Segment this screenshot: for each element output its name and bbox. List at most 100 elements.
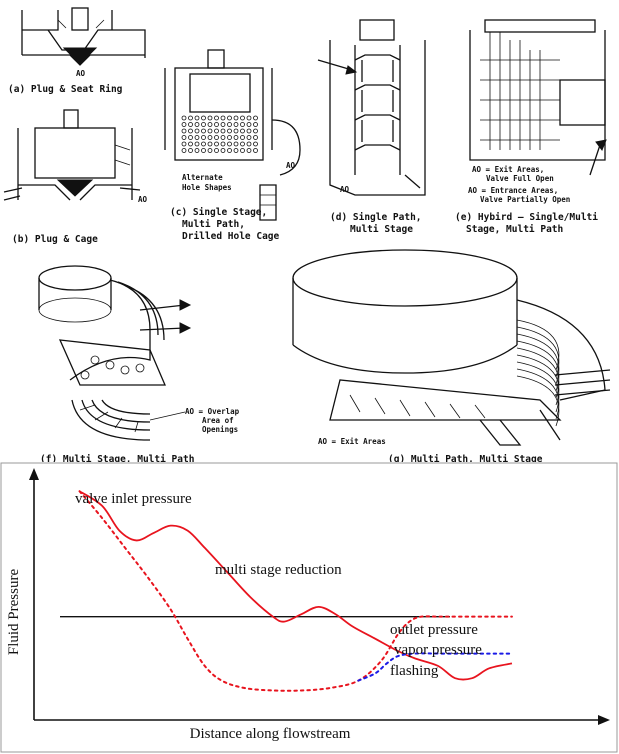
cage-hole xyxy=(227,122,232,127)
panel-c-caption-2: Multi Path, xyxy=(182,219,245,230)
cage-hole xyxy=(253,148,258,153)
panel-a-ao-label: AO xyxy=(76,69,86,78)
cage-hole xyxy=(220,141,226,147)
cage-hole xyxy=(207,141,213,147)
annotation-flashing: flashing xyxy=(390,663,439,679)
panel-b-ao-label: AO xyxy=(138,195,148,204)
panel-c-caption-3: Drilled Hole Cage xyxy=(182,231,280,242)
cage-hole xyxy=(246,141,252,147)
cage-hole xyxy=(181,148,187,153)
cage-hole xyxy=(188,141,193,147)
panel-e-hybrid: AO = Exit Areas, Valve Full Open AO = En… xyxy=(455,19,607,235)
y-axis-label: Fluid Pressure xyxy=(6,569,22,656)
cage-hole xyxy=(233,135,239,140)
panel-c-ao-label: AO xyxy=(286,161,296,170)
cage-hole xyxy=(214,122,219,127)
cage-hole xyxy=(220,135,226,140)
cage-hole xyxy=(227,135,232,140)
panel-e-caption-2: Stage, Multi Path xyxy=(466,224,563,235)
disk-layer-line xyxy=(516,368,560,420)
cage-hole xyxy=(181,122,187,127)
cage-hole xyxy=(188,128,193,134)
annotation-outlet-pressure: outlet pressure xyxy=(390,622,478,638)
panel-d-ao-label: AO xyxy=(340,185,350,194)
cage-hole xyxy=(207,115,213,121)
disk-layer-line xyxy=(516,361,560,413)
cage-hole xyxy=(181,135,187,140)
cage-hole xyxy=(188,115,193,121)
cage-hole xyxy=(201,115,206,121)
disk-layer-line xyxy=(516,319,560,371)
panel-a-plug-seat-ring: AO (a) Plug & Seat Ring xyxy=(8,7,146,95)
cage-hole xyxy=(201,141,206,147)
series-single-stage xyxy=(78,490,513,692)
cage-hole xyxy=(240,115,245,121)
panel-f-overlap-1: AO = Overlap xyxy=(185,407,240,416)
disk-layer-line xyxy=(516,375,560,427)
cage-hole xyxy=(214,148,219,153)
cage-hole xyxy=(181,115,187,121)
cage-hole xyxy=(253,115,258,121)
valve-trim-figure: AO (a) Plug & Seat Ring AO (b) Plug & Ca… xyxy=(3,7,611,462)
pressure-profile-chart: Fluid Pressure Distance along flowstream… xyxy=(0,462,618,753)
cage-hole xyxy=(246,135,252,140)
series-multi-stage xyxy=(79,490,513,681)
panel-b-caption: (b) Plug & Cage xyxy=(12,234,98,245)
cage-hole xyxy=(188,135,193,140)
cage-hole xyxy=(227,148,232,153)
series-layer xyxy=(78,490,513,692)
cage-hole xyxy=(233,122,239,127)
cage-hole xyxy=(194,141,200,147)
cage-hole xyxy=(227,128,232,134)
cage-hole xyxy=(240,148,245,153)
cage-hole xyxy=(253,128,258,134)
cage-hole xyxy=(188,122,193,127)
panel-e-entrance-2: Valve Partially Open xyxy=(480,195,570,204)
panel-f-caption: (f) Multi Stage, Multi Path xyxy=(40,454,194,462)
cage-hole xyxy=(240,128,245,134)
cage-hole xyxy=(194,122,200,127)
cage-hole xyxy=(233,128,239,134)
panel-g-exit-label: AO = Exit Areas xyxy=(318,437,386,446)
cage-hole xyxy=(233,141,239,147)
cage-hole xyxy=(233,148,239,153)
disk-layer-line xyxy=(516,354,560,406)
panel-c-alt-holes-1: Alternate xyxy=(182,173,223,182)
annotation-valve-inlet-pressure: valve inlet pressure xyxy=(75,491,192,507)
cage-hole xyxy=(227,141,232,147)
panel-d-caption-1: (d) Single Path, xyxy=(330,212,422,223)
panel-g-disk-stack: AO = Exit Areas (g) Multi Path, Multi St… xyxy=(292,249,611,462)
cage-hole xyxy=(201,148,206,153)
cage-hole xyxy=(207,148,213,153)
disk-layer-line xyxy=(516,333,560,385)
disk-layer-line xyxy=(516,340,560,392)
annotation-multi-stage-reduction: multi stage reduction xyxy=(215,562,342,578)
annotation-vapor-pressure: vapor pressure xyxy=(394,642,482,658)
disk-layer-line xyxy=(516,326,560,378)
cage-hole xyxy=(188,148,193,153)
cage-hole xyxy=(214,141,219,147)
panel-c-alt-holes-2: Hole Shapes xyxy=(182,183,232,192)
cage-hole xyxy=(253,135,258,140)
x-axis-label: Distance along flowstream xyxy=(190,726,351,742)
cage-hole xyxy=(181,128,187,134)
cage-hole xyxy=(246,122,252,127)
panel-e-caption-1: (e) Hybird — Single/Multi xyxy=(455,212,598,223)
cage-hole xyxy=(214,128,219,134)
cage-hole xyxy=(194,148,200,153)
cage-hole xyxy=(207,122,213,127)
panel-a-caption: (a) Plug & Seat Ring xyxy=(8,84,123,95)
cage-hole xyxy=(246,148,252,153)
cage-hole xyxy=(194,128,200,134)
cage-hole xyxy=(246,115,252,121)
panel-f-overlap-2: Area of xyxy=(202,416,234,425)
panel-c-drilled-hole-cage: Alternate Hole Shapes AO (c) Single Stag… xyxy=(164,49,301,242)
cage-hole xyxy=(201,128,206,134)
cage-hole xyxy=(240,141,245,147)
cage-hole xyxy=(201,122,206,127)
cage-hole xyxy=(214,135,219,140)
cage-hole xyxy=(214,115,219,121)
cage-hole xyxy=(220,115,226,121)
y-axis-arrow xyxy=(29,468,39,480)
cage-hole xyxy=(253,141,258,147)
